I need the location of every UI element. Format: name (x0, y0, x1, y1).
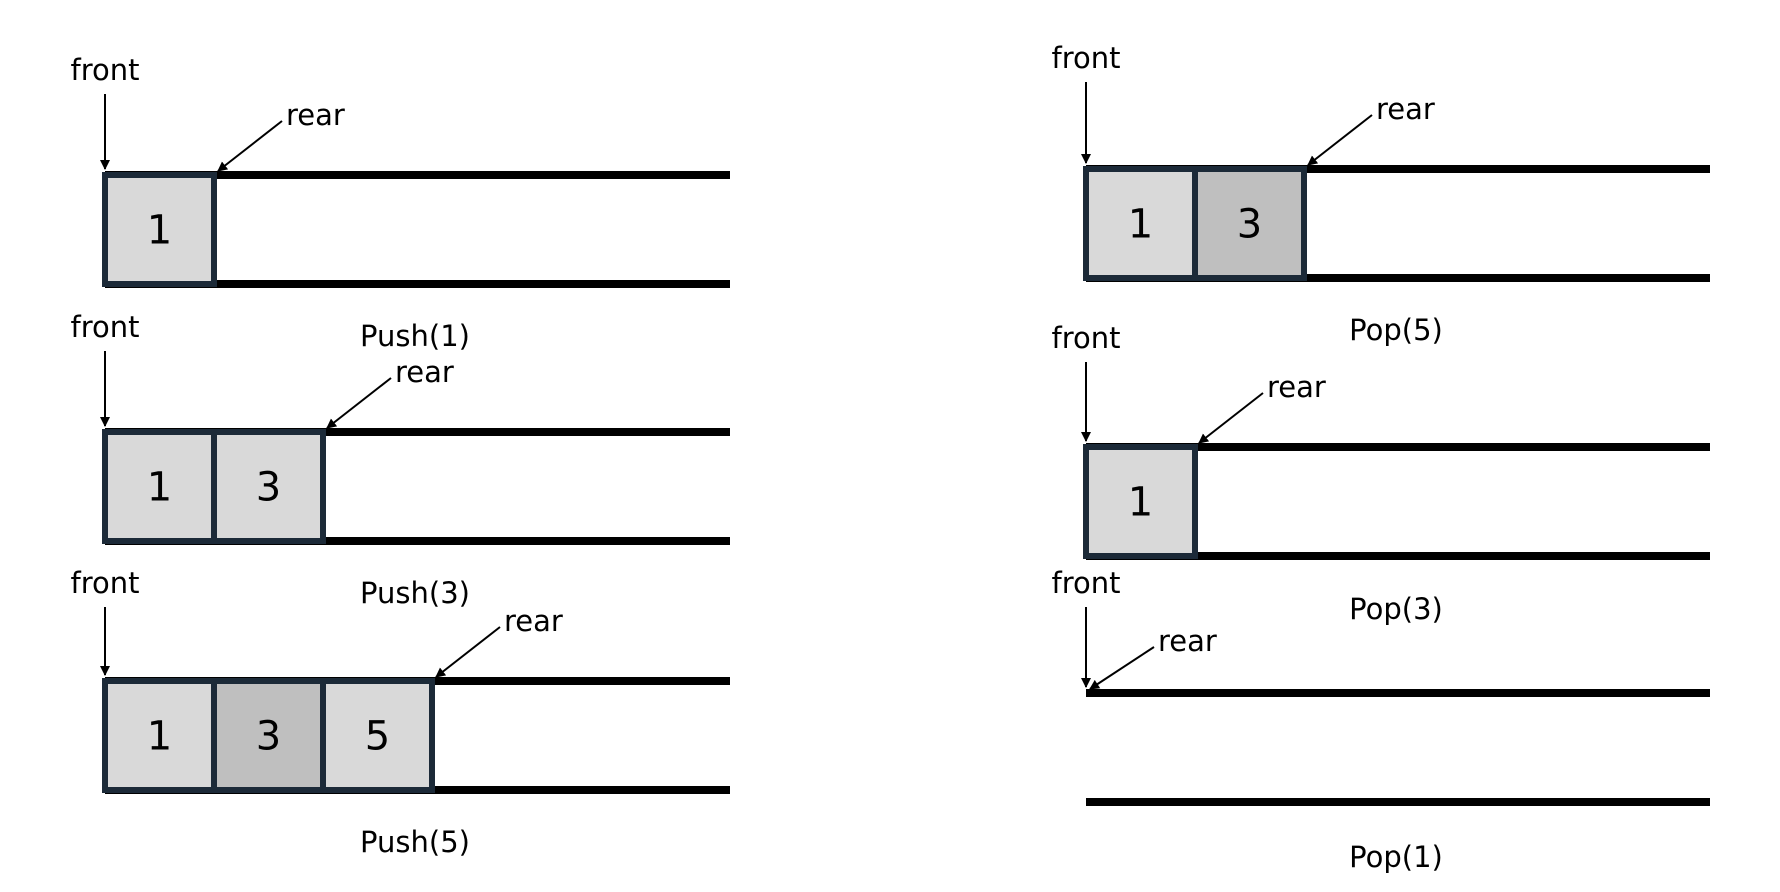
front-label: front (71, 310, 140, 344)
queue-cell (1192, 166, 1307, 281)
operation-caption: Pop(5) (1349, 313, 1443, 347)
rear-arrow (1198, 392, 1264, 444)
rear-label: rear (286, 98, 345, 132)
operation-caption: Push(5) (360, 825, 470, 859)
operation-caption: Pop(3) (1349, 592, 1443, 626)
queue-cell (1083, 166, 1198, 281)
rear-label: rear (1376, 92, 1435, 126)
rear-arrow (1307, 114, 1373, 166)
queue-cell (1083, 444, 1198, 559)
queue-cell-value: 3 (1237, 202, 1262, 248)
queue-cell-value: 5 (365, 714, 390, 760)
queue-cell-value: 3 (256, 714, 281, 760)
queue-cell (320, 678, 435, 793)
queue-cell-value: 1 (1128, 480, 1153, 526)
queue-cell-value: 3 (256, 465, 281, 511)
queue-cell (102, 172, 217, 287)
operation-caption: Push(1) (360, 319, 470, 353)
front-label: front (1052, 566, 1121, 600)
rear-arrow (435, 626, 501, 678)
rear-arrow (217, 120, 283, 172)
rear-arrow (1089, 646, 1155, 690)
front-label: front (1052, 321, 1121, 355)
queue-cell-value: 1 (147, 465, 172, 511)
rear-arrow (326, 377, 392, 429)
front-label: front (71, 566, 140, 600)
front-label: front (1052, 41, 1121, 75)
front-label: front (71, 53, 140, 87)
queue-cell-value: 1 (147, 208, 172, 254)
rear-label: rear (1267, 370, 1326, 404)
rear-label: rear (395, 355, 454, 389)
rear-label: rear (504, 604, 563, 638)
rear-label: rear (1158, 624, 1217, 658)
operation-caption: Pop(1) (1349, 840, 1443, 874)
queue-cell-value: 1 (1128, 202, 1153, 248)
operation-caption: Push(3) (360, 576, 470, 610)
queue-cell (211, 429, 326, 544)
queue-cell (211, 678, 326, 793)
queue-cell-value: 1 (147, 714, 172, 760)
